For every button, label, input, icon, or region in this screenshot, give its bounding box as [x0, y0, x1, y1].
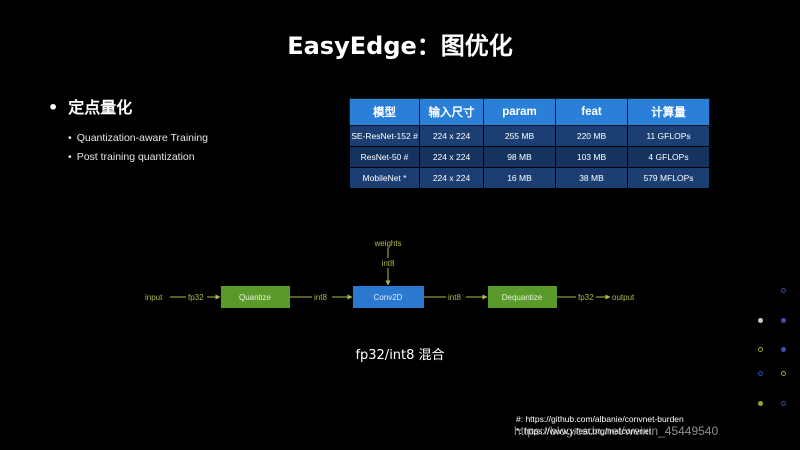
header-compute: 计算量 [627, 98, 710, 126]
slide-title: EasyEdge：图优化 [287, 32, 513, 60]
sub-item-qat: Quantization-aware Training [68, 132, 208, 144]
cell-input-size: 224 x 224 [419, 167, 484, 189]
table-row: ResNet-50 # 224 x 224 98 MB 103 MB 4 GFL… [349, 146, 710, 168]
decor-dot [781, 371, 786, 376]
cell-compute: 11 GFLOPs [627, 125, 710, 147]
decor-dot [781, 318, 786, 323]
dequantize-box-label: Dequantize [502, 293, 543, 302]
table-row: SE-ResNet-152 # 224 x 224 255 MB 220 MB … [349, 125, 710, 147]
table-header-row: 模型 输入尺寸 param feat 计算量 [349, 98, 710, 126]
label-int8-b: int8 [448, 293, 461, 302]
reference-convnet-burden: #: https://github.com/albanie/convnet-bu… [516, 414, 684, 424]
bullet-section: 定点量化 Quantization-aware Training Post tr… [48, 94, 208, 170]
reference-matconvnet: *: https://www.yifeat.org/matconvnet [516, 426, 652, 436]
quantize-box [221, 286, 290, 308]
header-param: param [483, 98, 556, 126]
table-row: MobileNet * 224 x 224 16 MB 38 MB 579 MF… [349, 167, 710, 189]
cell-compute: 579 MFLOPs [627, 167, 710, 189]
cell-param: 16 MB [483, 167, 556, 189]
header-model: 模型 [349, 98, 420, 126]
cell-model: SE-ResNet-152 # [349, 125, 420, 147]
cell-feat: 38 MB [555, 167, 628, 189]
decor-dot [781, 288, 786, 293]
sub-item-ptq: Post training quantization [68, 151, 208, 163]
bullet-main-heading: 定点量化 [48, 94, 208, 118]
references: #: https://github.com/albanie/convnet-bu… [516, 413, 684, 437]
label-input: input [145, 293, 163, 302]
decor-dot [758, 318, 763, 323]
quantization-diagram: input fp32 int8 int8 fp32 output weights… [145, 239, 635, 308]
cell-model: MobileNet * [349, 167, 420, 189]
decor-dot [758, 347, 763, 352]
cell-feat: 220 MB [555, 125, 628, 147]
dequantize-box [488, 286, 557, 308]
header-input-size: 输入尺寸 [419, 98, 484, 126]
label-output: output [612, 293, 635, 302]
sub-bullet-list: Quantization-aware Training Post trainin… [68, 132, 208, 163]
cell-param: 98 MB [483, 146, 556, 168]
conv2d-box-label: Conv2D [374, 293, 403, 302]
label-int8-a: int8 [314, 293, 327, 302]
decor-dot [758, 401, 763, 406]
cell-feat: 103 MB [555, 146, 628, 168]
decor-dot [781, 347, 786, 352]
cell-compute: 4 GFLOPs [627, 146, 710, 168]
cell-model: ResNet-50 # [349, 146, 420, 168]
quantize-box-label: Quantize [239, 293, 272, 302]
cell-input-size: 224 x 224 [419, 125, 484, 147]
csdn-watermark: https://blog.csdn.net/weixin_45449540 [514, 424, 719, 438]
diagram-caption: fp32/int8 混合 [355, 348, 445, 363]
label-fp32-out: fp32 [578, 293, 594, 302]
label-fp32-in: fp32 [188, 293, 204, 302]
model-comparison-table: 模型 输入尺寸 param feat 计算量 SE-ResNet-152 # 2… [349, 98, 710, 189]
cell-param: 255 MB [483, 125, 556, 147]
decor-dot [758, 371, 763, 376]
cell-input-size: 224 x 224 [419, 146, 484, 168]
header-feat: feat [555, 98, 628, 126]
decor-dot [781, 401, 786, 406]
conv2d-box [353, 286, 424, 308]
label-int8-weights: int8 [382, 259, 395, 268]
label-weights: weights [373, 239, 401, 248]
